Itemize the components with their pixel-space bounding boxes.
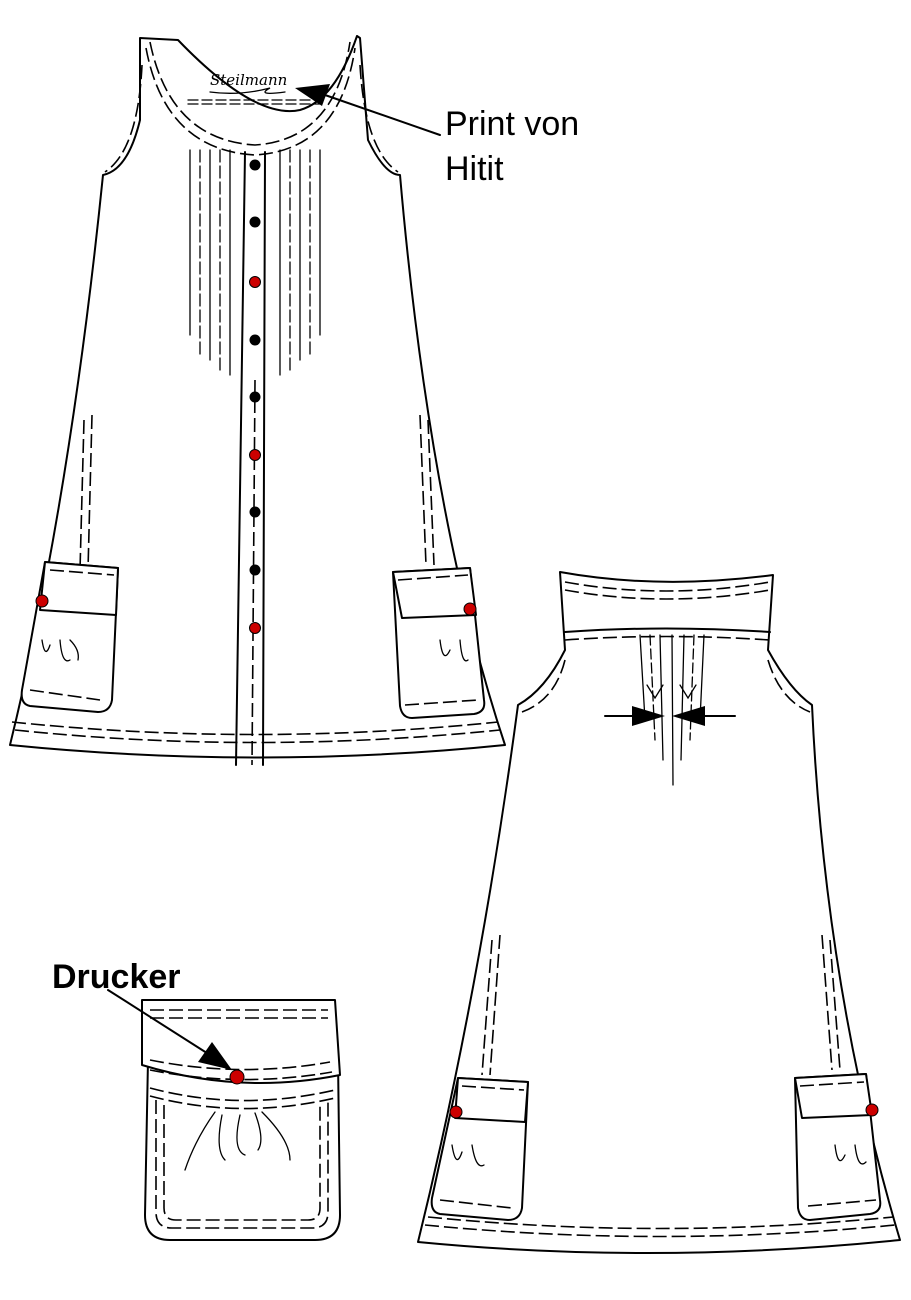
button-red	[249, 449, 261, 461]
back-dress-sketch	[417, 571, 901, 1254]
back-neck-stitch	[564, 581, 771, 592]
pleat-arrowhead-left	[632, 706, 665, 726]
placket-left-edge	[235, 151, 246, 766]
neck-binding-stitch	[149, 41, 351, 146]
pocket-button-red	[35, 594, 49, 608]
back-yoke-stitch	[564, 635, 771, 641]
drucker-leader-line	[107, 989, 211, 1056]
front-hem-stitch-2	[11, 721, 499, 736]
back-left-side-stitch-2	[481, 939, 493, 1076]
detail-flap-edge-stitch-2	[149, 1069, 333, 1081]
drucker-arrowhead	[198, 1042, 232, 1070]
back-neck-stitch-2	[564, 589, 771, 600]
right-side-stitch-2	[427, 419, 435, 566]
back-left-side-stitch	[489, 934, 501, 1076]
back-right-armhole-stitch	[767, 659, 811, 713]
drucker-label: Drucker	[52, 958, 181, 996]
button-red	[249, 622, 261, 634]
button-red	[249, 276, 261, 288]
detail-pocket-gathers	[184, 1111, 291, 1171]
brand-label: Steilmann	[210, 71, 287, 89]
back-right-pocket	[794, 1073, 882, 1221]
detail-pocket-side-stitch-2	[163, 1105, 321, 1221]
left-side-stitch	[87, 414, 93, 571]
button-black	[249, 506, 261, 518]
print-label-line2: Hitit	[445, 150, 504, 188]
brand-swash	[209, 87, 286, 94]
detail-button-red	[229, 1069, 245, 1085]
pocket-detail-sketch	[107, 989, 341, 1241]
back-yoke-seam	[564, 627, 771, 633]
front-right-pocket	[392, 567, 486, 719]
button-black	[249, 564, 261, 576]
detail-pocket-side-stitch	[155, 1100, 329, 1229]
neck-binding-stitch-2	[145, 47, 356, 156]
back-hem-stitch-2	[427, 1216, 894, 1230]
back-right-side-stitch	[821, 934, 833, 1071]
front-hem-stitch	[14, 729, 501, 744]
button-black	[249, 391, 261, 403]
pocket-button-red	[463, 602, 477, 616]
right-armhole-stitch	[359, 64, 399, 173]
print-label-line1: Print von	[445, 105, 579, 143]
back-hem-stitch	[424, 1224, 896, 1238]
placket-right-edge	[262, 151, 266, 766]
front-buttons	[249, 159, 261, 634]
back-left-armhole-stitch	[521, 659, 566, 713]
front-left-pocket	[20, 561, 119, 713]
print-leader-line	[324, 94, 441, 136]
detail-pocket-top-stitch-2	[149, 1095, 336, 1110]
detail-flap-edge-stitch	[149, 1059, 331, 1071]
pleat-arrowhead-right	[672, 706, 705, 726]
back-right-side-stitch-2	[829, 939, 841, 1071]
front-dress-sketch: Steilmann	[9, 35, 506, 766]
detail-pocket-body	[144, 1059, 341, 1241]
back-dress-outline	[417, 571, 901, 1254]
print-arrowhead	[295, 84, 330, 106]
button-black	[249, 159, 261, 171]
pintucks	[189, 149, 321, 376]
button-black	[249, 216, 261, 228]
pocket-button-red	[449, 1105, 463, 1119]
pocket-button-red	[865, 1103, 879, 1117]
detail-pocket-top-stitch	[149, 1087, 336, 1102]
right-side-stitch	[419, 414, 427, 566]
back-pleat	[639, 634, 705, 786]
left-armhole-stitch	[104, 64, 143, 173]
detail-pocket-flap	[141, 999, 341, 1084]
left-side-stitch-2	[79, 419, 85, 571]
back-left-pocket	[430, 1077, 529, 1221]
button-black	[249, 334, 261, 346]
